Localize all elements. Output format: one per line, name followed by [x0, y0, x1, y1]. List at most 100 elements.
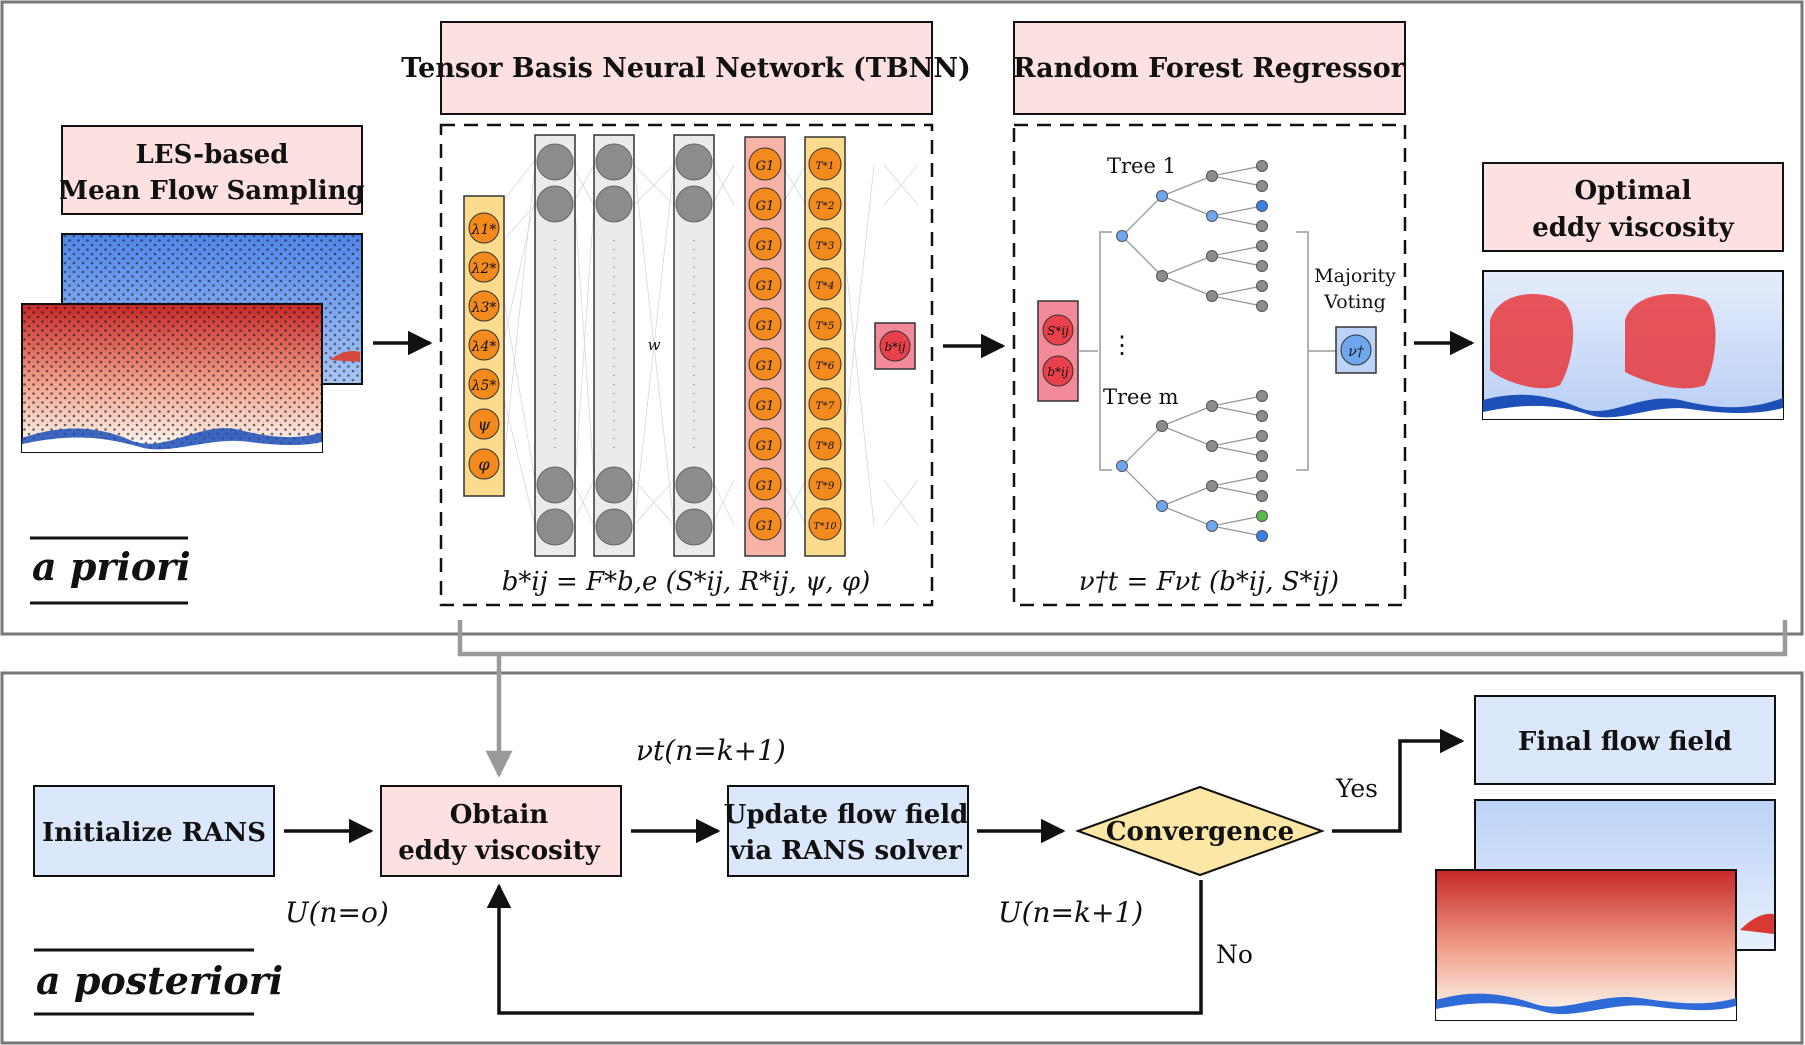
t-node-7: T*7 — [808, 387, 842, 421]
rf-voting-line2: Voting — [1323, 291, 1386, 313]
final-red-field-image — [1435, 869, 1737, 1021]
tbnn-equation: b*ij = F*b,e (S*ij, R*ij, ψ, φ) — [502, 567, 871, 597]
input-node-lambda3: λ3* — [468, 290, 500, 322]
rf-equation: ν†t = Fνt (b*ij, S*ij) — [1079, 567, 1339, 597]
g-node-4-label: G1 — [756, 279, 775, 294]
g-node-8: G1 — [748, 427, 782, 461]
rf-input-stack: S*ij b*ij — [1037, 300, 1079, 402]
rf-input-b: b*ij — [1047, 365, 1069, 379]
t-node-10-label: T*10 — [813, 521, 836, 532]
tbnn-t-nodes: T*1 T*2 T*3 T*4 T*5 T*6 T*7 T*8 T*9 T*10 — [808, 147, 842, 541]
rf-title: Random Forest Regressor — [1013, 53, 1406, 84]
g-node-10-label: G1 — [756, 519, 775, 534]
les-red-field-image — [21, 303, 323, 453]
input-label-phi: φ — [478, 455, 490, 474]
rf-tree-ellipsis: ⋮ — [1110, 331, 1134, 359]
final-flow-label: Final flow field — [1518, 727, 1732, 757]
gray-feed-connector — [457, 620, 1788, 657]
rf-output-node: ν† — [1335, 326, 1377, 374]
t-node-9: T*9 — [808, 467, 842, 501]
tbnn-hidden-layer-3 — [673, 134, 715, 557]
tbnn-output-node: b*ij — [874, 322, 916, 370]
les-label-line2: Mean Flow Sampling — [59, 176, 364, 206]
input-node-phi: φ — [468, 448, 500, 480]
tbnn-hidden-layer-2 — [593, 134, 635, 557]
arrow-no-loop — [486, 880, 1203, 1015]
t-node-9-label: T*9 — [816, 480, 835, 492]
aposteriori-title: a posteriori — [36, 958, 283, 1003]
rf-left-bracket — [1099, 231, 1112, 471]
initialize-rans-label: Initialize RANS — [42, 818, 266, 848]
les-label-line1: LES-based — [135, 140, 288, 170]
rf-voting-line1: Majority — [1314, 265, 1396, 287]
convergence-label: Convergence — [1106, 817, 1294, 847]
g-node-2-label: G1 — [756, 199, 775, 214]
uk-label: U(n=k+1) — [998, 896, 1143, 929]
update-flow-box — [727, 785, 969, 877]
rf-treem-label: Tree m — [1103, 385, 1179, 409]
optimal-box — [1482, 162, 1784, 252]
les-sampling-box — [61, 125, 363, 215]
input-node-lambda5: λ5* — [468, 368, 500, 400]
nu-k-label: νt(n=k+1) — [636, 734, 786, 767]
tbnn-title: Tensor Basis Neural Network (TBNN) — [401, 53, 971, 84]
final-flow-box — [1474, 695, 1776, 785]
initialize-rans-box — [33, 785, 275, 877]
tbnn-hidden-layer-1 — [534, 134, 576, 557]
g-node-9-label: G1 — [756, 479, 775, 494]
t-node-1-label: T*1 — [816, 160, 835, 172]
g-node-3-label: G1 — [756, 239, 775, 254]
g-node-7: G1 — [748, 387, 782, 421]
input-label-psi: ψ — [478, 415, 491, 434]
g-node-5: G1 — [748, 307, 782, 341]
t-node-5-label: T*5 — [816, 320, 835, 332]
g-node-9: G1 — [748, 467, 782, 501]
t-node-6-label: T*6 — [816, 360, 835, 372]
apriori-panel — [0, 0, 1804, 636]
tbnn-weight-label: w — [648, 336, 661, 354]
g-node-6: G1 — [748, 347, 782, 381]
optimal-label-line2: eddy viscosity — [1532, 213, 1734, 243]
input-label-lambda4: λ4* — [471, 339, 497, 355]
u0-label: U(n=o) — [285, 896, 389, 929]
t-node-8-label: T*8 — [816, 440, 835, 452]
rf-input-s: S*ij — [1047, 324, 1069, 338]
input-node-psi: ψ — [468, 408, 500, 440]
update-label-line1: Update flow field — [724, 800, 969, 830]
t-node-2-label: T*2 — [816, 200, 835, 212]
t-node-6: T*6 — [808, 347, 842, 381]
update-label-line2: via RANS solver — [729, 836, 962, 866]
rf-output-label: ν† — [1348, 344, 1365, 360]
t-node-3: T*3 — [808, 227, 842, 261]
tbnn-g-nodes: G1 G1 G1 G1 G1 G1 G1 G1 G1 G1 — [748, 147, 782, 541]
g-node-2: G1 — [748, 187, 782, 221]
rf-dashed-frame — [1012, 123, 1407, 607]
t-node-4-label: T*4 — [816, 280, 835, 292]
rf-tree1-edges — [1121, 165, 1263, 307]
tbnn-output-label: b*ij — [884, 340, 906, 354]
t-node-2: T*2 — [808, 187, 842, 221]
tbnn-input-nodes: λ1* λ2* λ3* λ4* λ5* ψ φ — [468, 212, 500, 480]
rf-tree1-nodes — [1116, 160, 1268, 312]
g-node-4: G1 — [748, 267, 782, 301]
rf-right-bracket — [1296, 231, 1309, 471]
input-node-lambda1: λ1* — [468, 212, 500, 244]
g-node-6-label: G1 — [756, 359, 775, 374]
input-label-lambda3: λ3* — [471, 300, 497, 316]
optimal-viscosity-image — [1482, 270, 1784, 420]
aposteriori-panel — [0, 671, 1804, 1045]
input-label-lambda5: λ5* — [471, 378, 497, 394]
g-node-8-label: G1 — [756, 439, 775, 454]
g-node-10: G1 — [748, 507, 782, 541]
tbnn-dashed-frame — [439, 123, 934, 607]
g-node-7-label: G1 — [756, 399, 775, 414]
apriori-title: a priori — [32, 544, 191, 589]
yes-label: Yes — [1335, 774, 1378, 803]
input-node-lambda4: λ4* — [468, 329, 500, 361]
tbnn-title-box — [440, 21, 933, 115]
optimal-label-line1: Optimal — [1575, 176, 1692, 206]
t-node-5: T*5 — [808, 307, 842, 341]
input-node-lambda2: λ2* — [468, 251, 500, 283]
t-node-4: T*4 — [808, 267, 842, 301]
